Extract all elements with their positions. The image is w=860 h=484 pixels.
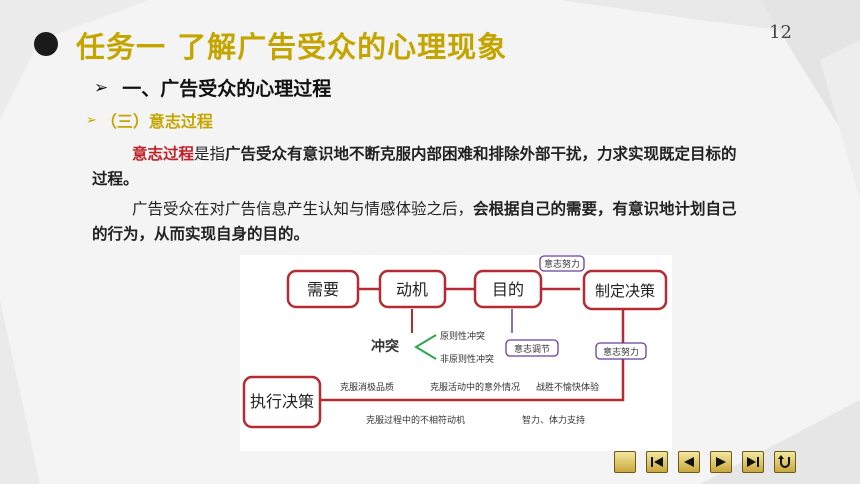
slide-title: 任务一 了解广告受众的心理现象: [76, 30, 508, 64]
slide-navigation: [614, 451, 796, 473]
motive-box: 动机: [378, 269, 447, 309]
next-slide-icon[interactable]: [710, 451, 732, 473]
will-effort-top: 意志努力: [539, 255, 585, 272]
subsection-heading-text: （三）意志过程: [100, 112, 213, 131]
arrow-bullet-icon: ➢: [94, 77, 109, 98]
term-willpower-process: 意志过程: [132, 145, 195, 163]
last-slide-icon[interactable]: [742, 451, 764, 473]
title-bullet: [34, 32, 58, 56]
conflict-type-2: 非原则性冲突: [440, 353, 494, 365]
will-effort-top-label: 意志努力: [544, 258, 580, 270]
definition-text: 广告受众有意识地不断克服内部困难和排除外部干扰，力求实现既定目标的过程。: [92, 145, 737, 188]
will-effort-right-label: 意志努力: [603, 346, 639, 358]
bottom-note-2: 智力、体力支持: [522, 414, 585, 426]
conflict-bracket: [414, 334, 437, 360]
row-note-2: 克服活动中的意外情况: [430, 381, 520, 393]
definition-paragraph: 意志过程是指广告受众有意识地不断克服内部困难和排除外部干扰，力求实现既定目标的过…: [92, 142, 752, 192]
connector: [320, 309, 625, 402]
row-note-1: 克服消极品质: [340, 381, 394, 393]
explanation-paragraph: 广告受众在对广告信息产生认知与情感体验之后，会根据自己的需要，有意识地计划自己的…: [92, 197, 752, 247]
menu-square-icon[interactable]: [614, 451, 636, 473]
row-note-3: 战胜不愉快体验: [536, 381, 599, 393]
first-slide-icon[interactable]: [646, 451, 668, 473]
need-box: 需要: [286, 269, 360, 309]
conflict-type-1: 原则性冲突: [440, 330, 485, 342]
bottom-note-1: 克服过程中的不相符动机: [366, 414, 465, 426]
will-adjust-label: 意志调节: [514, 343, 550, 355]
section-heading-text: 一、广告受众的心理过程: [122, 78, 332, 100]
execute-box: 执行决策: [242, 375, 322, 429]
need-label: 需要: [307, 280, 339, 299]
goal-label: 目的: [492, 280, 524, 299]
subsection-heading: ➢ （三）意志过程: [86, 108, 213, 132]
definition-link: 是指: [194, 145, 226, 163]
decide-label: 制定决策: [595, 282, 655, 300]
section-heading: ➢ 一、广告受众的心理过程: [94, 74, 331, 101]
decide-box: 制定决策: [582, 269, 668, 311]
explanation-bold: 会根据自己的需要，有意识地计划自己的行为，从而实现自身的目的。: [92, 200, 737, 243]
explanation-plain: 广告受众在对广告信息产生认知与情感体验之后，: [132, 200, 474, 218]
return-icon[interactable]: [774, 451, 796, 473]
goal-box: 目的: [473, 269, 543, 309]
conflict-label: 冲突: [371, 338, 399, 355]
will-effort-right: 意志努力: [595, 342, 647, 360]
page-number: 12: [769, 22, 792, 43]
arrow-bullet-icon: ➢: [86, 112, 97, 128]
execute-label: 执行决策: [250, 392, 314, 411]
willpower-process-diagram: 需要 动机 目的 制定决策 执行决策 意志努力 意志努力: [240, 255, 672, 451]
previous-slide-icon[interactable]: [678, 451, 700, 473]
motive-label: 动机: [396, 280, 428, 299]
will-adjust: 意志调节: [505, 339, 559, 357]
